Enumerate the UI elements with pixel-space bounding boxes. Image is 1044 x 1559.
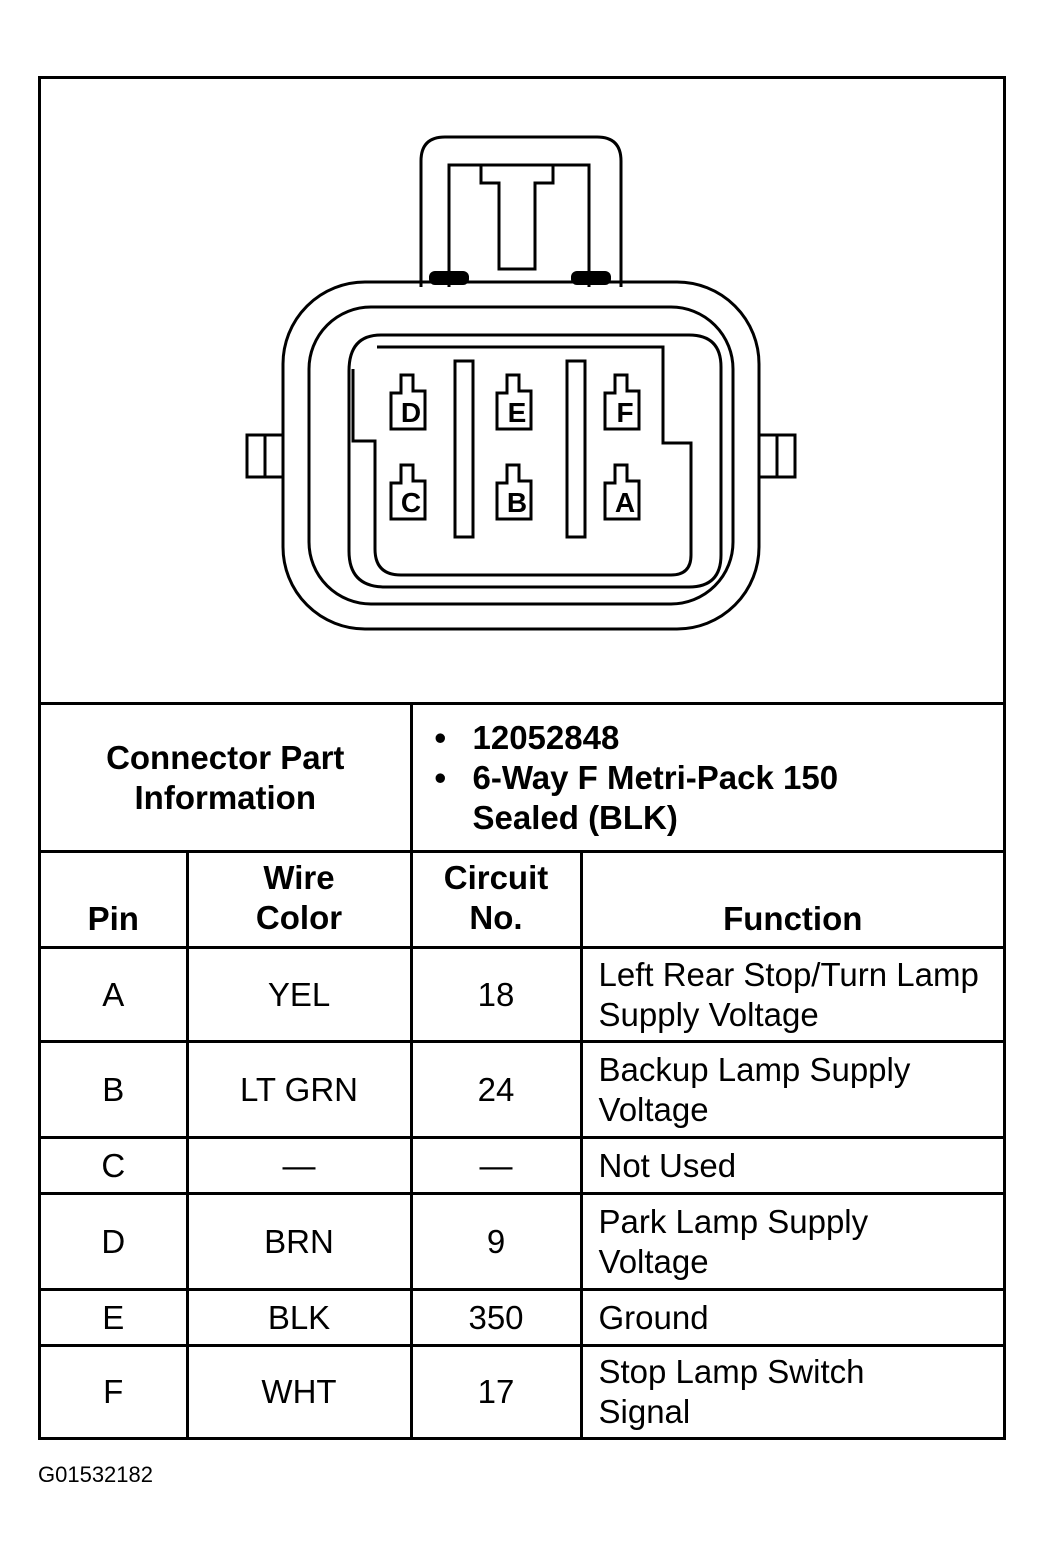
part-number-item: • 12052848 xyxy=(435,718,1004,758)
pinout-table: Connector Part Information • 12052848 • 6-… xyxy=(41,702,1003,1438)
pin-label-B: B xyxy=(507,487,527,518)
terminal-B xyxy=(495,463,533,521)
table-row: A YEL 18 Left Rear Stop/Turn Lamp Supply… xyxy=(41,946,1003,1043)
part-info-row: Connector Part Information • 12052848 • 6-… xyxy=(41,702,1004,853)
cell-pin: A xyxy=(41,946,189,1043)
figure-id: G01532182 xyxy=(38,1462,153,1487)
cell-pin: C xyxy=(41,1136,189,1195)
cell-function: Park Lamp Supply Voltage xyxy=(579,1192,1003,1291)
cell-circuit: 350 xyxy=(409,1288,583,1347)
header-wire-color: Wire Color xyxy=(185,850,413,949)
cell-wire-color: — xyxy=(185,1136,413,1195)
part-info-values: • 12052848 • 6-Way F Metri-Pack 150 Sealed… xyxy=(409,702,1004,853)
connector-face-diagram: D E F C B A xyxy=(41,79,1003,705)
cell-circuit: — xyxy=(409,1136,583,1195)
clip-pad-right xyxy=(571,271,611,285)
cell-function: Stop Lamp Switch Signal xyxy=(579,1344,1003,1438)
cell-function: Backup Lamp Supply Voltage xyxy=(579,1040,1003,1139)
part-description-item: • 6-Way F Metri-Pack 150 Sealed (BLK) xyxy=(435,758,893,838)
table-row: F WHT 17 Stop Lamp Switch Signal xyxy=(41,1344,1003,1438)
cell-pin: E xyxy=(41,1288,189,1347)
bullet-icon: • xyxy=(434,758,447,796)
terminal-D xyxy=(389,373,427,431)
lock-tab-latch xyxy=(479,165,555,271)
cell-circuit: 24 xyxy=(409,1040,583,1139)
cell-function: Left Rear Stop/Turn Lamp Supply Voltage xyxy=(579,946,1003,1043)
table-row: C — — Not Used xyxy=(41,1136,1003,1195)
table-row: D BRN 9 Park Lamp Supply Voltage xyxy=(41,1192,1003,1291)
cell-wire-color: BRN xyxy=(185,1192,413,1291)
separator-left xyxy=(453,359,475,539)
terminal-F xyxy=(603,373,641,431)
table-row: E BLK 350 Ground xyxy=(41,1288,1003,1347)
connector-body-mid xyxy=(307,305,735,606)
clip-pad-left xyxy=(429,271,469,285)
cell-pin: B xyxy=(41,1040,189,1139)
cell-function: Ground xyxy=(579,1288,1003,1347)
cell-wire-color: LT GRN xyxy=(185,1040,413,1139)
header-function: Function xyxy=(579,850,1003,949)
cell-wire-color: BLK xyxy=(185,1288,413,1347)
table-header-row: Pin Wire Color Circuit No. Function xyxy=(41,850,1003,949)
pin-label-E: E xyxy=(508,397,527,428)
cell-function: Not Used xyxy=(579,1136,1003,1195)
part-info-label: Connector Part Information xyxy=(41,702,413,853)
separator-right xyxy=(565,359,587,539)
pin-label-C: C xyxy=(401,487,421,518)
part-number: 12052848 xyxy=(472,718,620,756)
pin-label-D: D xyxy=(401,397,421,428)
cell-circuit: 17 xyxy=(409,1344,583,1438)
connector-face-svg: D E F C B A xyxy=(245,135,797,631)
terminal-A xyxy=(603,463,641,521)
cell-pin: D xyxy=(41,1192,189,1291)
lock-tab-outer xyxy=(419,135,623,287)
cell-circuit: 9 xyxy=(409,1192,583,1291)
lock-tab-inner xyxy=(447,163,591,287)
header-pin: Pin xyxy=(41,850,189,949)
cell-circuit: 18 xyxy=(409,946,583,1043)
connector-cavity xyxy=(347,333,723,589)
connector-cavity-inner xyxy=(351,345,693,577)
pin-label-A: A xyxy=(615,487,635,518)
connector-figure: D E F C B A Connector Part Information •… xyxy=(38,76,1006,1440)
cell-wire-color: YEL xyxy=(185,946,413,1043)
terminal-C xyxy=(389,463,427,521)
header-circuit-no: Circuit No. xyxy=(409,850,583,949)
pin-label-F: F xyxy=(616,397,633,428)
bullet-icon: • xyxy=(434,718,447,756)
cell-pin: F xyxy=(41,1344,189,1438)
part-description: 6-Way F Metri-Pack 150 Sealed (BLK) xyxy=(472,758,839,836)
terminal-E xyxy=(495,373,533,431)
table-row: B LT GRN 24 Backup Lamp Supply Voltage xyxy=(41,1040,1003,1139)
cell-wire-color: WHT xyxy=(185,1344,413,1438)
